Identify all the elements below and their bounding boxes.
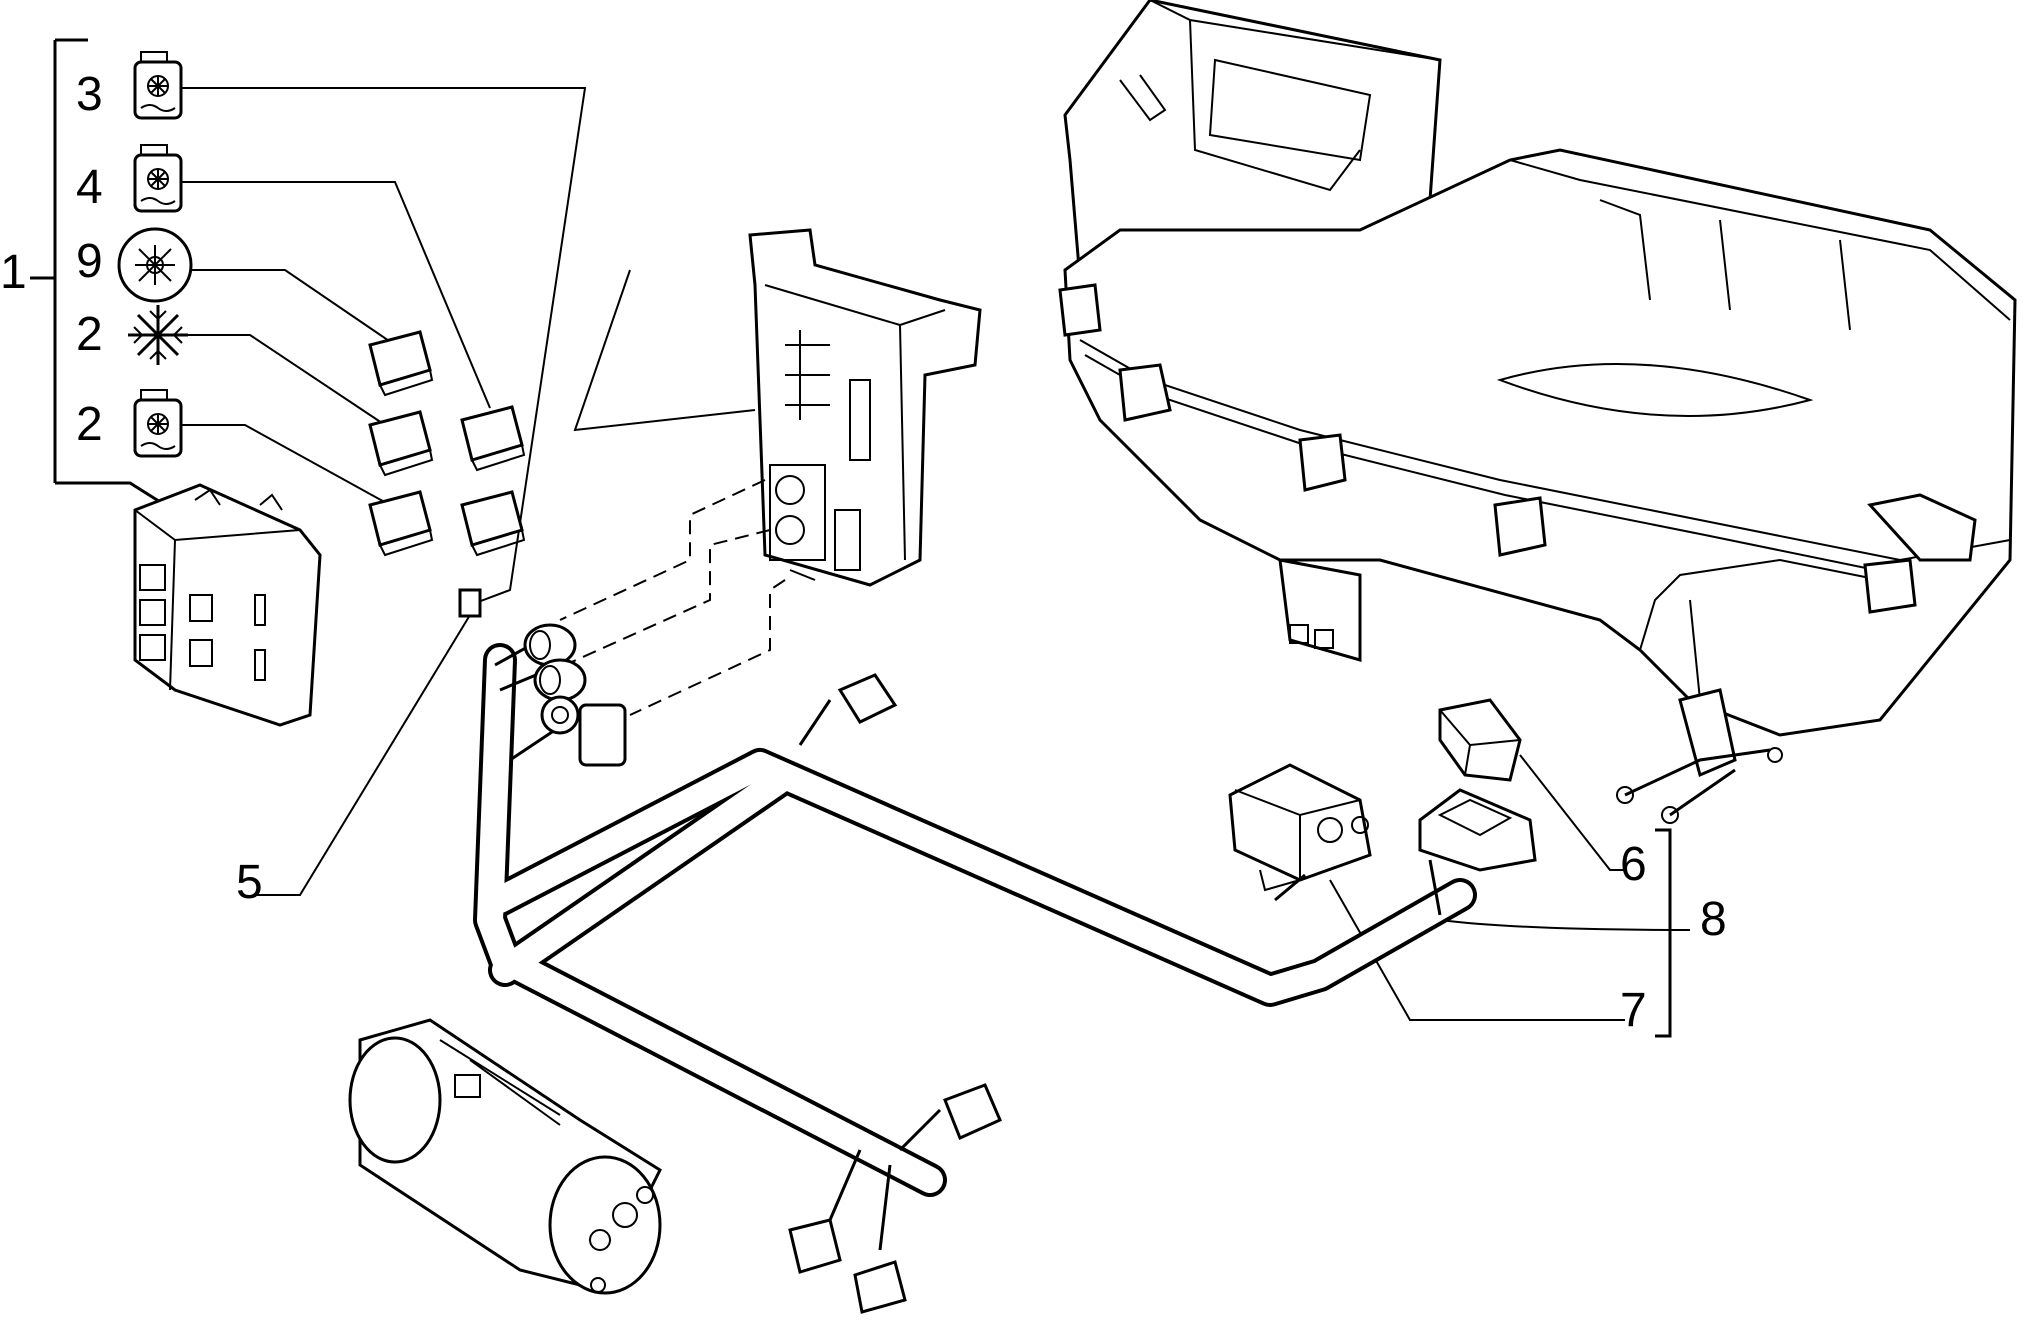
callout-7: 7	[1620, 984, 1647, 1037]
harness-connector-bottom-3	[853, 1260, 907, 1314]
dashed-connector-1	[559, 479, 766, 621]
harness-connector-top	[837, 673, 898, 724]
connector-8	[1418, 788, 1537, 872]
leader-2-fan	[182, 424, 391, 506]
relay-9	[368, 330, 434, 397]
harness-connector-grommet-3	[540, 695, 580, 735]
fan-tank-icon	[133, 51, 183, 120]
compressor	[348, 1018, 662, 1295]
housing-clip	[1493, 496, 1547, 557]
harness-connector-bottom-1	[943, 1083, 1002, 1141]
relay-6	[1438, 698, 1522, 782]
fan-tank-icon	[133, 389, 183, 458]
callout-3: 3	[76, 68, 103, 121]
snowflake-circle-icon	[117, 227, 193, 303]
hvac-housing	[1058, 0, 2017, 824]
callout-5: 5	[236, 856, 263, 909]
leader-7	[1329, 879, 1625, 1021]
sensor-7	[1228, 763, 1372, 892]
control-unit	[748, 228, 982, 587]
wiring-harness	[473, 638, 1477, 1251]
harness-leads-right	[1274, 859, 1442, 916]
group-bracket-8	[1655, 828, 1672, 1038]
leader-3	[182, 87, 587, 606]
callout-6: 6	[1620, 838, 1647, 891]
callout-4: 4	[76, 161, 103, 214]
snowflake-icon	[128, 305, 188, 365]
callout-2-fan: 2	[76, 398, 103, 451]
dashed-connector-2	[564, 529, 771, 666]
relay-2-snowflake	[368, 410, 434, 477]
housing-clip	[1058, 283, 1102, 337]
housing-drain	[1678, 688, 1737, 778]
leader-control-unit	[573, 269, 756, 432]
harness-connector-bottom-2	[788, 1218, 842, 1274]
callout-9: 9	[76, 235, 103, 288]
leader-4	[182, 181, 491, 409]
fan-tank-icon	[133, 144, 183, 213]
relay-4	[460, 405, 526, 472]
leader-5	[255, 614, 471, 896]
callout-8: 8	[1700, 893, 1727, 946]
callout-2-snowflake: 2	[76, 308, 103, 361]
relay-3	[460, 490, 526, 557]
harness-connector-grommet-1	[523, 623, 577, 667]
housing-clip	[1867, 493, 1977, 562]
harness-connector-grommet-2	[533, 658, 587, 702]
leader-8	[1439, 919, 1691, 931]
leader-6	[1519, 754, 1625, 871]
fuse-5	[458, 588, 482, 618]
dashed-connector-3	[629, 579, 786, 716]
housing-mount-rods	[1624, 748, 1771, 817]
callout-1: 1	[0, 246, 27, 299]
harness-connector-plug	[578, 703, 627, 767]
leader-9	[192, 269, 396, 346]
housing-clip	[1863, 558, 1917, 614]
housing-connector	[1278, 558, 1362, 662]
group-bracket-1	[30, 38, 166, 507]
housing-clip	[1118, 363, 1172, 422]
relay-2-fan	[368, 490, 434, 557]
housing-clip	[1298, 433, 1347, 492]
relay-box-1	[133, 483, 322, 727]
leader-2-snowflake	[188, 334, 386, 426]
